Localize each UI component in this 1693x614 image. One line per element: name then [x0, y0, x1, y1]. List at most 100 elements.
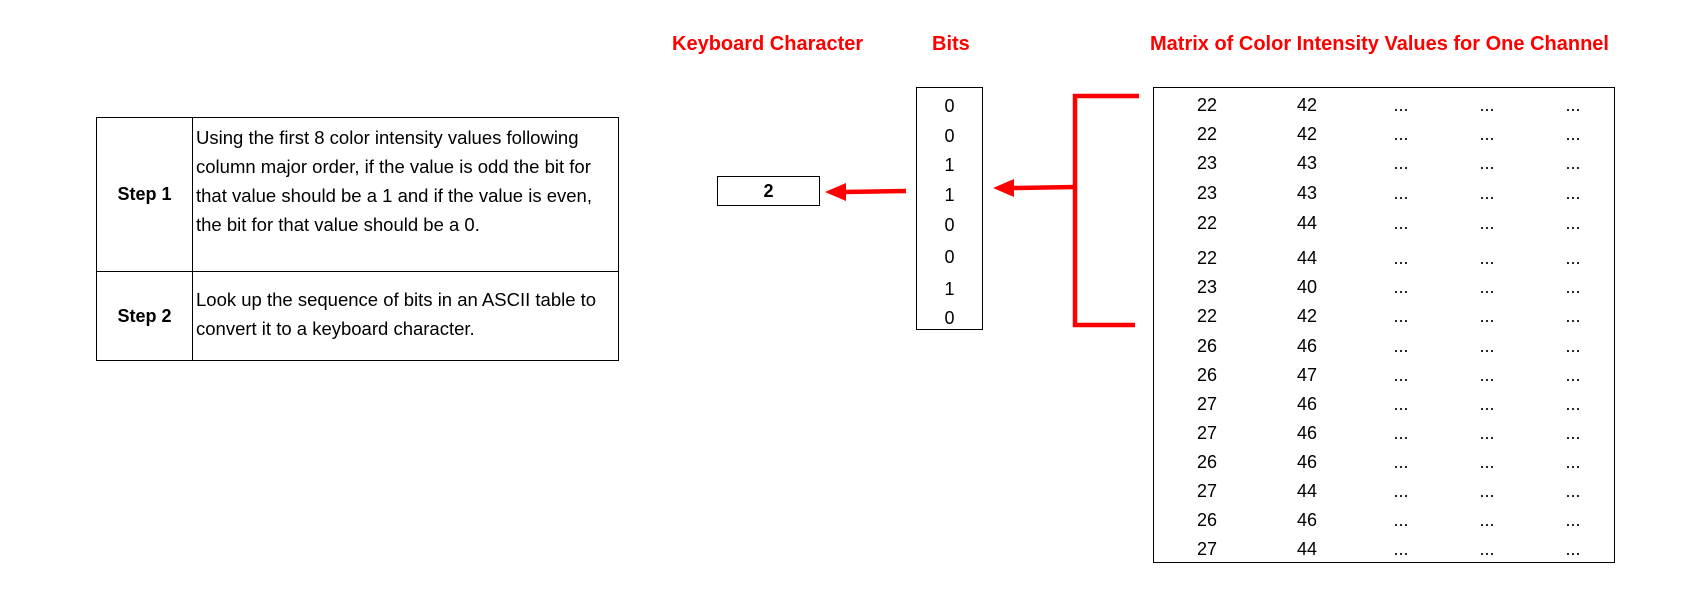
matrix-cell: 22	[1196, 306, 1218, 326]
matrix-cell: ...	[1393, 394, 1409, 414]
matrix-cell: ...	[1479, 365, 1495, 385]
matrix-cell: ...	[1393, 452, 1409, 472]
step-description: Look up the sequence of bits in an ASCII…	[196, 289, 597, 339]
matrix-cell: ...	[1393, 213, 1409, 233]
matrix-row: 27 46.........	[1154, 422, 1614, 444]
matrix-cell: 22	[1196, 124, 1218, 144]
matrix-cell: ...	[1393, 423, 1409, 443]
matrix-cell: ...	[1393, 124, 1409, 144]
matrix-cell: ...	[1393, 183, 1409, 203]
matrix-cell: 46	[1296, 510, 1318, 530]
matrix-cell: ...	[1565, 95, 1581, 115]
step-row: Step 1 Using the first 8 color intensity…	[97, 118, 618, 272]
matrix-cell: ...	[1393, 481, 1409, 501]
arrowhead-icon	[825, 183, 846, 201]
matrix-cell: ...	[1479, 481, 1495, 501]
matrix-cell: ...	[1479, 153, 1495, 173]
bit-value: 0	[944, 96, 955, 116]
matrix-cell: ...	[1479, 539, 1495, 559]
matrix-cell: ...	[1479, 95, 1495, 115]
matrix-cell: 47	[1296, 365, 1318, 385]
arrowhead-icon	[993, 179, 1014, 197]
matrix-cell: ...	[1479, 248, 1495, 268]
steps-table: Step 1 Using the first 8 color intensity…	[96, 117, 619, 361]
bit-value: 1	[944, 155, 955, 175]
matrix-cell: 44	[1296, 539, 1318, 559]
matrix-cell: ...	[1565, 124, 1581, 144]
bits-to-char-arrow-line	[843, 188, 907, 195]
matrix-cell: ...	[1393, 306, 1409, 326]
keyboard-character-box: 2	[717, 176, 820, 206]
matrix-bracket	[1072, 93, 1139, 328]
matrix-cell: ...	[1565, 153, 1581, 173]
matrix-cell: 26	[1196, 365, 1218, 385]
matrix-cell: ...	[1565, 423, 1581, 443]
bit-value: 0	[944, 126, 955, 146]
bit-value: 0	[944, 215, 955, 235]
matrix-row: 23 43.........	[1154, 152, 1614, 174]
matrix-cell: 43	[1296, 153, 1318, 173]
step-description: Using the first 8 color intensity values…	[196, 127, 592, 235]
matrix-cell: 26	[1196, 510, 1218, 530]
matrix-cell: 27	[1196, 423, 1218, 443]
bit-value: 0	[944, 308, 955, 328]
step-label: Step 2	[97, 272, 193, 360]
matrix-cell: ...	[1393, 95, 1409, 115]
matrix-cell: ...	[1393, 539, 1409, 559]
bit-value: 1	[944, 279, 955, 299]
matrix-cell: 44	[1296, 248, 1318, 268]
matrix-cell: 22	[1196, 213, 1218, 233]
matrix-heading: Matrix of Color Intensity Values for One…	[1150, 33, 1609, 55]
matrix-cell: ...	[1565, 306, 1581, 326]
matrix-cell: 42	[1296, 95, 1318, 115]
matrix-cell: ...	[1565, 452, 1581, 472]
matrix-cell: 42	[1296, 306, 1318, 326]
bits-box: 0 0 1 1 0 0 1 0	[916, 87, 983, 330]
matrix-cell: ...	[1479, 510, 1495, 530]
matrix-cell: ...	[1565, 183, 1581, 203]
matrix-row: 22 44.........	[1154, 247, 1614, 269]
matrix-cell: 26	[1196, 336, 1218, 356]
matrix-cell: ...	[1565, 539, 1581, 559]
matrix-cell: 43	[1296, 183, 1318, 203]
matrix-cell: 27	[1196, 394, 1218, 414]
matrix-cell: ...	[1565, 248, 1581, 268]
bracket-to-bits-arrow-line	[1012, 184, 1076, 191]
matrix-cell: 23	[1196, 183, 1218, 203]
matrix-cell: 46	[1296, 452, 1318, 472]
matrix-cell: ...	[1393, 248, 1409, 268]
matrix-cell: ...	[1479, 452, 1495, 472]
matrix-cell: 22	[1196, 248, 1218, 268]
matrix-cell: 27	[1196, 481, 1218, 501]
matrix-cell: ...	[1565, 510, 1581, 530]
matrix-cell: ...	[1479, 124, 1495, 144]
step-row: Step 2 Look up the sequence of bits in a…	[97, 272, 618, 360]
matrix-cell: ...	[1479, 336, 1495, 356]
matrix-cell: 46	[1296, 423, 1318, 443]
matrix-cell: ...	[1565, 336, 1581, 356]
matrix-cell: 44	[1296, 481, 1318, 501]
matrix-cell: 44	[1296, 213, 1318, 233]
matrix-cell: ...	[1479, 213, 1495, 233]
matrix-cell: ...	[1565, 277, 1581, 297]
bit-value: 0	[944, 247, 955, 267]
matrix-cell: ...	[1393, 277, 1409, 297]
matrix-cell: ...	[1393, 153, 1409, 173]
matrix-cell: 23	[1196, 153, 1218, 173]
matrix-cell: ...	[1479, 423, 1495, 443]
matrix-cell: ...	[1565, 394, 1581, 414]
bits-heading: Bits	[932, 33, 970, 55]
matrix-cell: 26	[1196, 452, 1218, 472]
